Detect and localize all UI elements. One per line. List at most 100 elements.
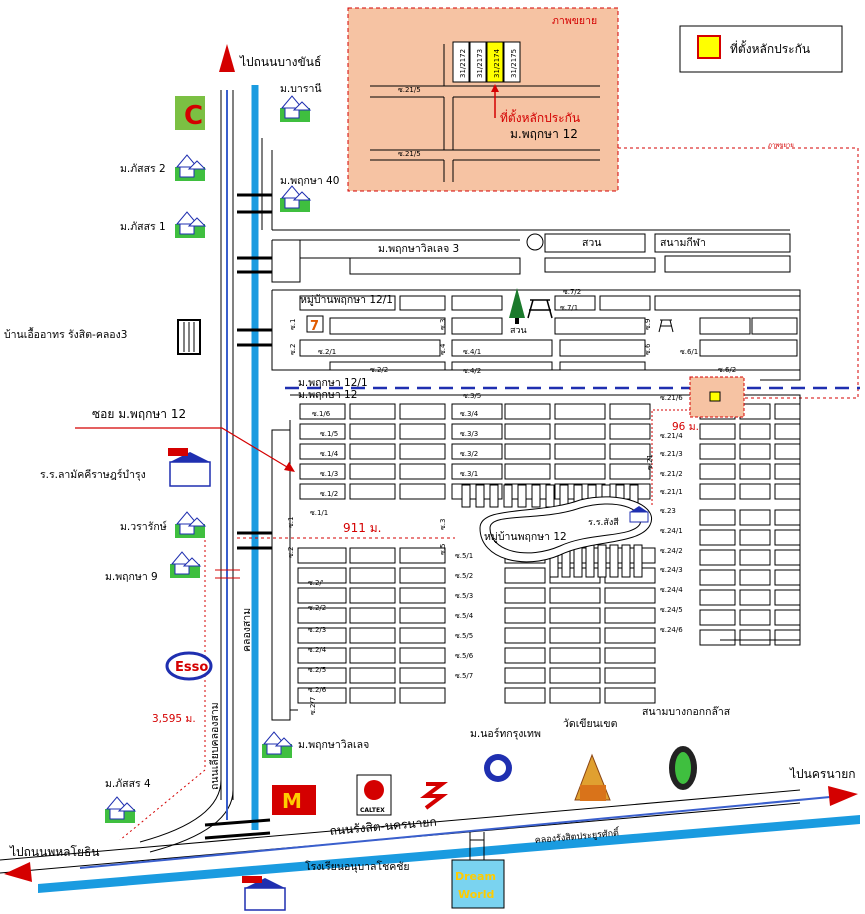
- mcdonalds-icon: M: [272, 785, 316, 815]
- esso-icon: Esso: [165, 651, 213, 681]
- route-dotted: [651, 409, 690, 505]
- housing-block: [699, 339, 798, 357]
- svg-text:ซ.1/1: ซ.1/1: [310, 509, 328, 517]
- svg-text:ซ.5/4: ซ.5/4: [455, 612, 474, 620]
- housing-block: [451, 463, 503, 480]
- svg-text:ซ.23: ซ.23: [660, 507, 676, 515]
- housing-block: [739, 403, 771, 420]
- label-pruksa9: ม.พฤกษา 9: [105, 571, 158, 583]
- svg-text:ซ.3: ซ.3: [439, 319, 447, 330]
- svg-text:ซ.5/5: ซ.5/5: [455, 632, 473, 640]
- svg-text:ซ.2/1: ซ.2/1: [318, 348, 336, 356]
- housing-block: [329, 317, 446, 335]
- housing-block: [299, 443, 346, 460]
- housing-block: [554, 423, 606, 440]
- house-icon: [105, 796, 137, 823]
- svg-text:ซ.24/6: ซ.24/6: [660, 626, 683, 634]
- house-icon: [280, 95, 312, 122]
- svg-text:Esso: Esso: [175, 660, 208, 675]
- svg-text:ซ.6: ซ.6: [644, 343, 652, 355]
- svg-text:CALTEX: CALTEX: [360, 807, 385, 814]
- inset-title: ภาพขยาย: [552, 15, 597, 27]
- upper-roads: [261, 138, 791, 283]
- svg-text:ซ.24/2: ซ.24/2: [660, 547, 683, 555]
- suzuki-icon: [420, 778, 448, 810]
- svg-text:ซ.1: ซ.1: [287, 517, 295, 528]
- svg-text:ซ.1/2: ซ.1/2: [320, 490, 338, 498]
- label-villa3: ม.พฤกษาวิลเลจ 3: [378, 243, 459, 255]
- housing-block: [451, 423, 503, 440]
- svg-text:ซ.3/2: ซ.3/2: [460, 450, 478, 458]
- dist-96: 96 ม.: [672, 421, 699, 433]
- housing-block: [349, 567, 396, 584]
- housing-block: [531, 484, 541, 508]
- svg-text:ซ.2/2: ซ.2/2: [370, 366, 388, 374]
- housing-block: [399, 463, 446, 480]
- housing-block: [504, 667, 546, 684]
- housing-block: [774, 529, 801, 546]
- housing-block: [297, 647, 347, 664]
- main-road-north-south: [220, 90, 234, 800]
- seven-eleven-icon: 7: [306, 315, 324, 334]
- housing-block: [349, 607, 396, 624]
- svg-text:ซ.6/1: ซ.6/1: [680, 348, 698, 356]
- inset-plot-2: 31/2173: [476, 49, 484, 78]
- housing-block: [774, 463, 801, 480]
- housing-block: [399, 403, 446, 420]
- housing-block: [504, 687, 546, 704]
- inset-link-dash: [618, 147, 859, 399]
- svg-text:ซ.5/3: ซ.5/3: [455, 592, 473, 600]
- housing-blocks: [297, 295, 801, 704]
- label-park: สวน: [582, 237, 601, 249]
- housing-block: [699, 549, 736, 566]
- label-pattasorn2: ม.ภัสสร 2: [120, 163, 166, 175]
- svg-text:ซ.6/2: ซ.6/2: [718, 366, 736, 374]
- housing-block: [299, 339, 441, 357]
- housing-block: [299, 423, 346, 440]
- svg-text:ซ.5/1: ซ.5/1: [455, 552, 473, 560]
- housing-block: [549, 667, 601, 684]
- housing-block: [549, 627, 601, 644]
- svg-text:ซ.2/5: ซ.2/5: [308, 666, 326, 674]
- housing-block: [504, 567, 546, 584]
- housing-block: [299, 463, 346, 480]
- housing-block: [699, 589, 736, 606]
- svg-text:7: 7: [310, 319, 319, 334]
- housing-block: [349, 463, 396, 480]
- inset-marker-label: ที่ตั้งหลักประกัน: [500, 109, 580, 125]
- svg-text:ซ.21/2: ซ.21/2: [660, 470, 683, 478]
- housing-block: [554, 463, 606, 480]
- housing-block: [699, 443, 736, 460]
- svg-text:M: M: [282, 789, 302, 813]
- svg-text:ซ.2/4: ซ.2/4: [308, 646, 327, 654]
- housing-block: [297, 607, 347, 624]
- housing-block: [349, 443, 396, 460]
- housing-block: [399, 647, 446, 664]
- housing-block: [604, 627, 656, 644]
- house-icons: [105, 95, 312, 823]
- label-warasak: ม.วรารักษ์: [120, 520, 167, 533]
- housing-block: [399, 667, 446, 684]
- village-oval: [479, 496, 653, 563]
- label-north: ไปถนนบางขันธ์: [239, 55, 321, 69]
- svg-text:ซ.2/7: ซ.2/7: [309, 697, 317, 715]
- arrow-north: [219, 44, 235, 820]
- housing-block: [774, 509, 801, 526]
- label-soi: ซอย ม.พฤกษา 12: [92, 407, 186, 421]
- housing-block: [399, 567, 446, 584]
- housing-block: [739, 509, 771, 526]
- housing-block: [545, 484, 555, 508]
- housing-block: [349, 647, 396, 664]
- label-market: บ้านเอื้ออาทร รังสิต-คลอง3: [4, 327, 127, 341]
- housing-block: [504, 463, 551, 480]
- svg-text:ซ.3/5: ซ.3/5: [463, 392, 481, 400]
- housing-block: [349, 687, 396, 704]
- housing-block: [451, 443, 503, 460]
- housing-block: [399, 627, 446, 644]
- label-park2: สวน: [510, 326, 527, 336]
- housing-block: [297, 567, 347, 584]
- housing-block: [349, 667, 396, 684]
- svg-text:ซ.5/6: ซ.5/6: [455, 652, 474, 660]
- house-icon: [175, 511, 207, 538]
